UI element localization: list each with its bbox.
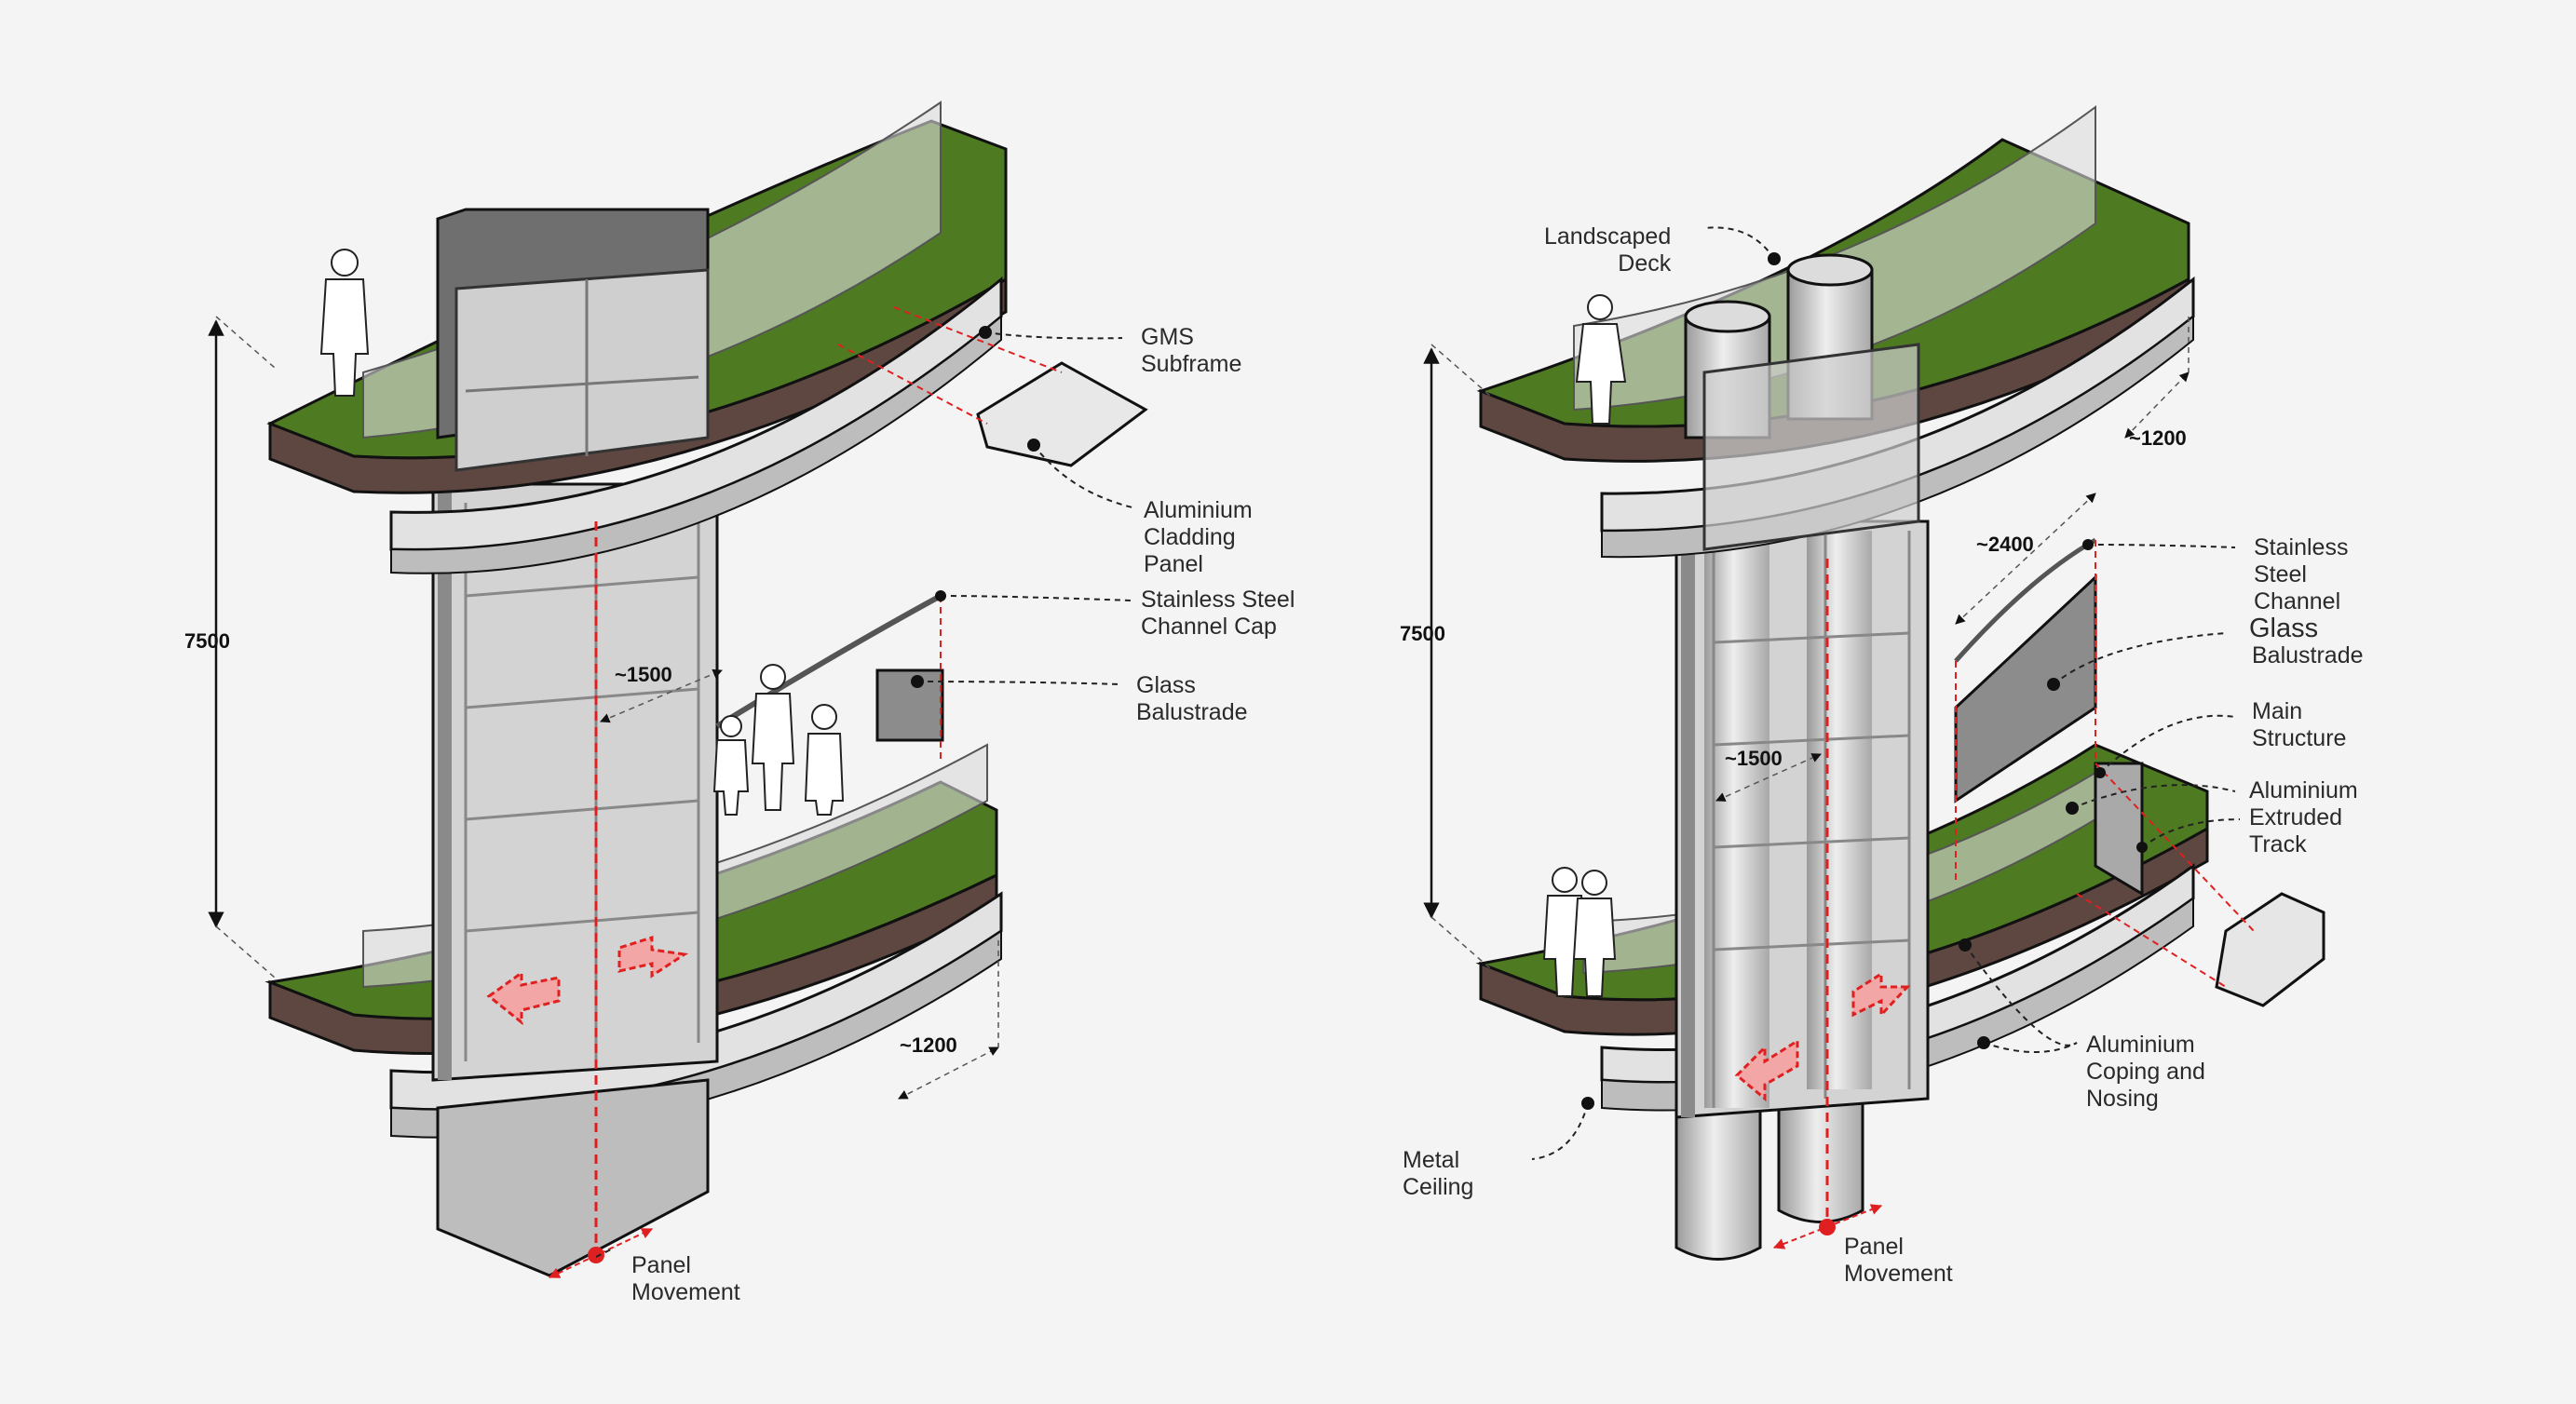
dim-right-balustrade-length: ~2400 <box>1976 533 2034 556</box>
left-glass-shaft <box>431 482 719 1082</box>
right-column-lower-1 <box>1674 1097 1762 1261</box>
left-upper-nosing <box>390 314 1002 574</box>
right-extruded-track <box>2215 892 2325 1007</box>
right-column-inner-1 <box>1704 540 1769 1108</box>
right-movement-arrow-west <box>1734 1038 1799 1102</box>
right-main-structure <box>2094 762 2144 897</box>
dim-right-ledge-depth: ~1200 <box>2129 426 2187 450</box>
label-aluminium-cladding-panel: Aluminium Cladding Panel <box>1144 497 1253 577</box>
left-movement-arrow-west <box>486 970 561 1026</box>
left-panel-width-dimension-line <box>600 668 723 723</box>
left-channel-cap <box>715 593 942 729</box>
right-ledge-dimension-line <box>2124 371 2190 439</box>
label-glass: Glass <box>2249 614 2319 643</box>
right-top-glass-frame <box>1702 343 1920 551</box>
right-balustrade-length-line <box>1955 493 2096 625</box>
label-metal-ceiling: Metal Ceiling <box>1403 1147 1474 1200</box>
label-gms-subframe: GMS Subframe <box>1141 324 1242 377</box>
label-right-panel-movement: Panel Movement <box>1844 1234 1953 1287</box>
left-module <box>208 101 1148 1278</box>
left-top-glass-panel <box>454 268 710 472</box>
right-people <box>1542 294 1627 997</box>
left-ledge-dimension-line <box>898 1046 999 1100</box>
left-movement-arrow-east <box>617 935 689 979</box>
label-stainless-steel-channel-cap: Stainless Steel Channel Cap <box>1141 587 1295 640</box>
label-aluminium-extruded-track: Aluminium Extruded Track <box>2249 777 2358 857</box>
left-leader-lines <box>595 331 1137 1258</box>
label-glass-balustrade: Glass Balustrade <box>1136 672 1248 725</box>
right-panel-width-dimension-line <box>1715 753 1822 802</box>
right-leader-lines <box>1531 226 2241 1160</box>
label-stainless-steel-channel: Stainless Steel Channel <box>2254 534 2349 614</box>
dim-left-panel-width: ~1500 <box>615 663 672 686</box>
label-aluminium-coping-and-nosing: Aluminium Coping and Nosing <box>2086 1032 2205 1112</box>
left-people <box>319 249 845 816</box>
right-movement-arrow-east <box>1851 971 1911 1019</box>
left-cladding-panel <box>976 361 1148 467</box>
right-module <box>1423 105 2325 1261</box>
left-shaft-edge <box>438 484 452 1080</box>
right-movement-point <box>1819 1219 1836 1235</box>
dim-right-height: 7500 <box>1400 622 1445 645</box>
dim-left-ledge-depth: ~1200 <box>900 1033 957 1057</box>
label-balustrade: Balustrade <box>2252 642 2364 668</box>
label-left-panel-movement: Panel Movement <box>631 1252 740 1305</box>
label-main-structure: Main Structure <box>2252 698 2347 751</box>
label-landscaped-deck: Landscaped Deck <box>1544 223 1672 277</box>
dim-left-height: 7500 <box>184 629 230 653</box>
dim-right-panel-width: ~1500 <box>1725 747 1783 770</box>
left-base-block <box>436 1078 710 1277</box>
left-movement-point <box>588 1247 604 1263</box>
